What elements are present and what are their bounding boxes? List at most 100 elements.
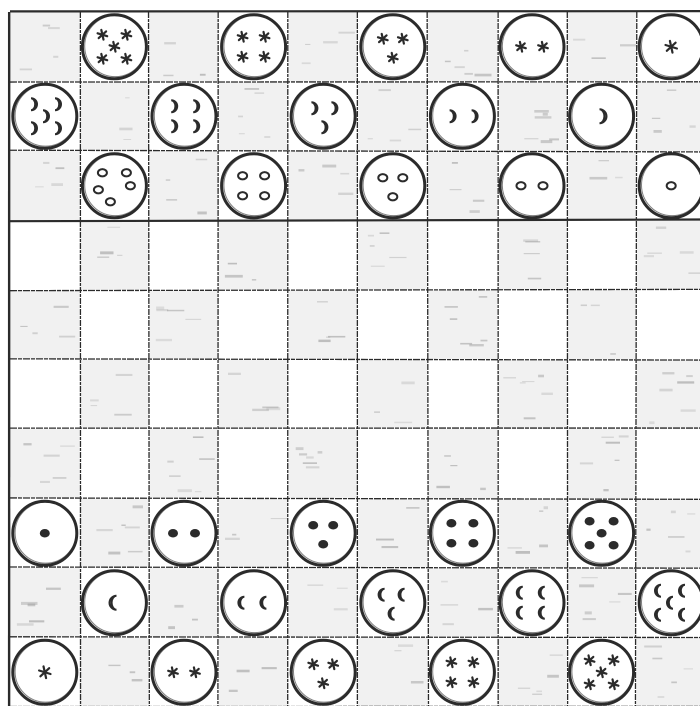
board-square[interactable] xyxy=(497,499,567,569)
board-square[interactable] xyxy=(428,290,498,360)
board-square[interactable] xyxy=(80,638,150,706)
board-square[interactable] xyxy=(358,499,428,569)
board-square[interactable] xyxy=(636,360,700,430)
board-square[interactable] xyxy=(636,429,700,499)
board-square[interactable] xyxy=(149,290,219,360)
top-piece-moon-1[interactable] xyxy=(570,84,634,148)
board-square[interactable] xyxy=(219,638,289,706)
bottom-piece-dot-5[interactable] xyxy=(570,501,634,565)
paper-smudge xyxy=(53,477,67,478)
paper-smudge xyxy=(539,545,548,548)
board-square[interactable] xyxy=(428,221,498,291)
bottom-piece-dot-2[interactable] xyxy=(152,501,216,565)
paper-smudge xyxy=(96,529,112,531)
board-square[interactable] xyxy=(219,82,289,152)
board-square[interactable] xyxy=(567,290,637,360)
board-square[interactable] xyxy=(567,429,637,499)
board-square[interactable] xyxy=(497,221,567,291)
board-square[interactable] xyxy=(567,221,637,291)
bottom-piece-crescent-3[interactable] xyxy=(361,571,425,635)
board-square[interactable] xyxy=(288,429,358,499)
paper-smudge xyxy=(374,412,380,413)
board-square[interactable] xyxy=(149,12,219,82)
board-square[interactable] xyxy=(149,429,219,499)
bottom-piece-star-4[interactable] xyxy=(430,640,494,704)
board-square[interactable] xyxy=(10,12,80,82)
board-square[interactable] xyxy=(10,290,80,360)
top-piece-star-2[interactable] xyxy=(500,15,564,79)
bottom-piece-dot-3[interactable] xyxy=(291,501,355,565)
top-piece-ring-1[interactable] xyxy=(639,154,700,218)
board-square[interactable] xyxy=(149,568,219,638)
board-square[interactable] xyxy=(10,151,80,221)
board-square[interactable] xyxy=(428,568,498,638)
board-square[interactable] xyxy=(80,499,150,569)
bottom-piece-star-3[interactable] xyxy=(291,640,355,704)
board-square[interactable] xyxy=(497,82,567,152)
board-square[interactable] xyxy=(149,151,219,221)
bottom-piece-crescent-4[interactable] xyxy=(500,571,564,635)
board-square[interactable] xyxy=(428,360,498,430)
board-square[interactable] xyxy=(80,82,150,152)
board-square[interactable] xyxy=(80,221,150,291)
board-square[interactable] xyxy=(636,290,700,360)
board-square[interactable] xyxy=(358,360,428,430)
top-piece-star-1[interactable] xyxy=(639,15,700,79)
bottom-piece-dot-1[interactable] xyxy=(13,501,77,565)
board-square[interactable] xyxy=(636,499,700,569)
paper-smudge xyxy=(547,675,559,678)
top-piece-moon-3[interactable] xyxy=(291,84,355,148)
board-square[interactable] xyxy=(219,290,289,360)
board-square[interactable] xyxy=(10,221,80,291)
board-square[interactable] xyxy=(428,151,498,221)
top-piece-ring-3[interactable] xyxy=(361,154,425,218)
bottom-piece-star-1[interactable] xyxy=(13,640,77,704)
board-square[interactable] xyxy=(358,290,428,360)
board-square[interactable] xyxy=(10,429,80,499)
board-square[interactable] xyxy=(80,360,150,430)
bottom-piece-dot-4[interactable] xyxy=(430,501,494,565)
board-square[interactable] xyxy=(567,360,637,430)
board-square[interactable] xyxy=(80,429,150,499)
board-square[interactable] xyxy=(358,638,428,706)
board-square[interactable] xyxy=(567,151,637,221)
board-square[interactable] xyxy=(288,221,358,291)
board-square[interactable] xyxy=(219,499,289,569)
board-square[interactable] xyxy=(636,82,700,152)
board-square[interactable] xyxy=(358,221,428,291)
board-square[interactable] xyxy=(567,568,637,638)
board-square[interactable] xyxy=(428,12,498,82)
board-square[interactable] xyxy=(149,360,219,430)
board-square[interactable] xyxy=(288,360,358,430)
board-square[interactable] xyxy=(149,221,219,291)
top-piece-star-4[interactable] xyxy=(222,15,286,79)
board-square[interactable] xyxy=(288,568,358,638)
board-square[interactable] xyxy=(497,638,567,706)
top-piece-moon-5[interactable] xyxy=(13,84,77,148)
top-piece-moon-2[interactable] xyxy=(430,84,494,148)
board-square[interactable] xyxy=(288,290,358,360)
top-piece-ring-4[interactable] xyxy=(222,154,286,218)
board-square[interactable] xyxy=(219,429,289,499)
board-square[interactable] xyxy=(10,568,80,638)
bottom-piece-crescent-5[interactable] xyxy=(639,571,700,635)
top-piece-ring-5[interactable] xyxy=(82,154,146,218)
bottom-piece-star-2[interactable] xyxy=(152,640,216,704)
board-square[interactable] xyxy=(358,429,428,499)
board-square[interactable] xyxy=(80,290,150,360)
board-square[interactable] xyxy=(497,290,567,360)
board-square[interactable] xyxy=(219,360,289,430)
top-piece-star-3[interactable] xyxy=(361,15,425,79)
board-square[interactable] xyxy=(10,360,80,430)
top-piece-star-5[interactable] xyxy=(82,15,146,79)
bottom-piece-star-5[interactable] xyxy=(570,640,634,704)
top-piece-ring-2[interactable] xyxy=(500,154,564,218)
board-square[interactable] xyxy=(288,151,358,221)
board-square[interactable] xyxy=(567,12,637,82)
board-square[interactable] xyxy=(288,12,358,82)
top-piece-moon-4[interactable] xyxy=(152,84,216,148)
board-square[interactable] xyxy=(497,429,567,499)
bottom-piece-crescent-2[interactable] xyxy=(222,571,286,635)
board-square[interactable] xyxy=(636,638,700,706)
bottom-piece-crescent-1[interactable] xyxy=(82,571,146,635)
